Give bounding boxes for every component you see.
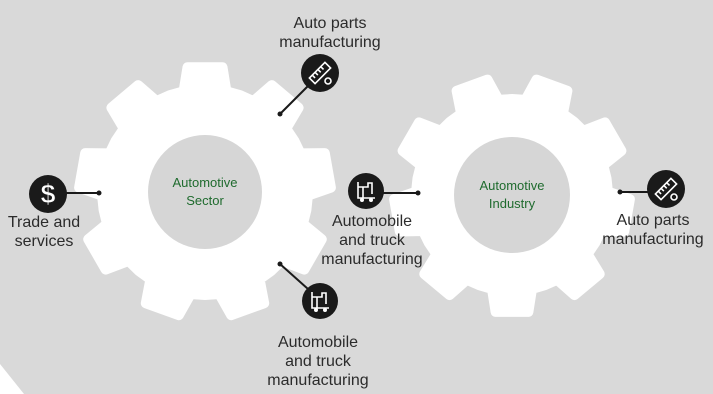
label-top-line1: Auto parts: [293, 15, 367, 32]
label-bottom-line2: and truck: [285, 353, 351, 370]
gear-right-label: Automotive Industry: [452, 177, 572, 213]
gear-left-label: Automotive Sector: [145, 174, 265, 210]
gear-left-label-line2: Sector: [186, 193, 224, 208]
label-right: Auto parts manufacturing: [593, 211, 713, 249]
ruler-wrench-icon: [647, 170, 685, 208]
label-right-line1: Auto parts: [616, 212, 690, 229]
connector-bottom: [277, 261, 309, 290]
label-top: Auto parts manufacturing: [260, 14, 400, 52]
connector-middle: [380, 190, 421, 196]
label-bottom-line1: Automobile: [277, 334, 359, 351]
label-middle-line3: manufacturing: [321, 251, 423, 268]
label-right-line2: manufacturing: [602, 231, 704, 248]
label-left-line2: services: [14, 233, 74, 250]
gear-left-hub: [148, 135, 262, 249]
svg-text:$: $: [40, 179, 55, 209]
label-top-line2: manufacturing: [279, 34, 381, 51]
connector-top: [277, 83, 311, 117]
gear-left-label-line1: Automotive: [172, 175, 238, 190]
gear-right-label-line2: Industry: [488, 196, 536, 211]
label-left: Trade and services: [0, 213, 88, 251]
dollar-icon: $: [29, 175, 67, 213]
label-middle-line2: and truck: [339, 232, 405, 249]
forklift-icon: [348, 173, 384, 209]
connector-left: [64, 190, 102, 196]
label-middle: Automobile and truck manufacturing: [302, 212, 442, 269]
gear-right-label-line1: Automotive: [479, 178, 545, 193]
label-middle-line1: Automobile: [331, 213, 413, 230]
label-bottom-line3: manufacturing: [267, 372, 369, 389]
gear-right-hub: [454, 137, 570, 253]
label-left-line1: Trade and: [7, 214, 81, 231]
label-bottom: Automobile and truck manufacturing: [248, 333, 388, 390]
forklift-icon: [302, 283, 338, 319]
ruler-wrench-icon: [301, 54, 339, 92]
connector-right: [617, 189, 650, 195]
